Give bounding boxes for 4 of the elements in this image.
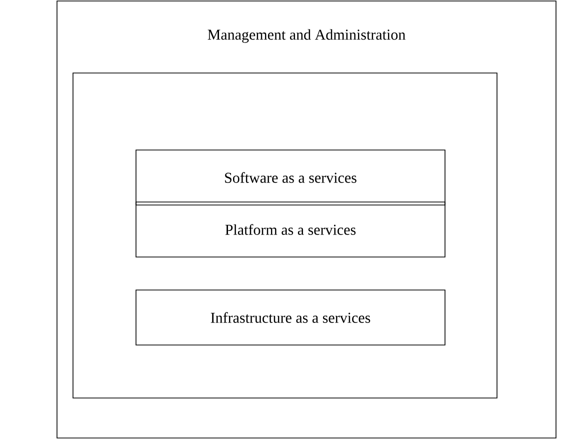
inner-box	[72, 72, 498, 398]
service-box: Platform as a services	[136, 202, 446, 258]
service-box: Infrastructure as a services	[136, 290, 446, 346]
service-box: Software as a services	[136, 150, 446, 206]
